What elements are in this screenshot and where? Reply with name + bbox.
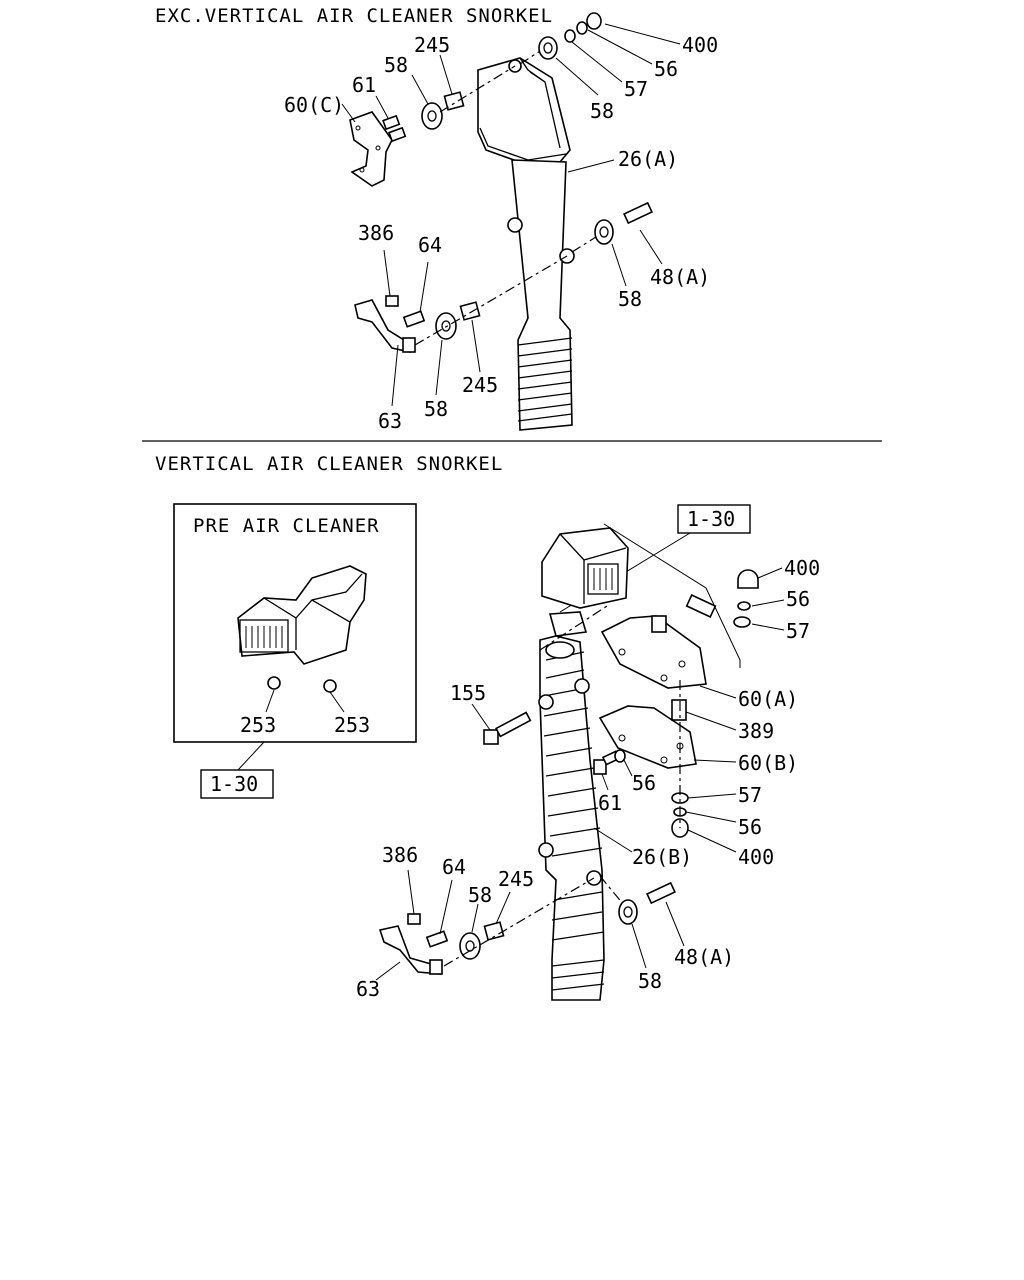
- washer-56-top: [576, 21, 588, 35]
- label-400-upper: 400: [784, 556, 820, 580]
- lower-bracket-63-top: [354, 299, 416, 353]
- leader-253-right: [329, 691, 345, 713]
- label-400-top: 400: [682, 33, 718, 57]
- bolt-155: [483, 711, 532, 745]
- rubber-mount-58-top-right: [538, 36, 558, 60]
- label-57-upper: 57: [786, 619, 810, 643]
- label-386-bottom: 386: [382, 843, 418, 867]
- label-61-top: 61: [352, 73, 376, 97]
- label-26b: 26(B): [632, 845, 692, 869]
- ref-label-1-30-left: 1-30: [210, 772, 258, 796]
- leaders-top: [341, 23, 681, 407]
- nut-400-top: [586, 12, 602, 30]
- label-60b: 60(B): [738, 751, 798, 775]
- bolt-48a-top: [623, 201, 653, 225]
- ref-label-1-30-right: 1-30: [687, 507, 735, 531]
- label-58-lower-right-bottom: 58: [638, 969, 662, 993]
- label-58-top-right: 58: [590, 99, 614, 123]
- pre-air-cleaner-top: [541, 527, 629, 609]
- label-58-lower-left-bottom: 58: [468, 883, 492, 907]
- centerline-bottom-1: [443, 877, 595, 967]
- label-245-bottom: 245: [498, 867, 534, 891]
- labels-bottom: 400 56 57 155 60(A) 389 60(B) 56 61 57 5…: [356, 556, 820, 1001]
- centerline-top-1: [439, 65, 516, 113]
- collar-245-bottom: [483, 921, 505, 941]
- washer-56-upper: [737, 601, 751, 611]
- rubber-mount-58-top-left: [421, 102, 443, 130]
- nut-400-upper: [737, 569, 759, 589]
- section-title-top: EXC.VERTICAL AIR CLEANER SNORKEL: [155, 5, 553, 27]
- label-245-top: 245: [414, 33, 450, 57]
- label-253-left: 253: [240, 713, 276, 737]
- washer-57-upper: [733, 616, 751, 628]
- label-61-bottom: 61: [598, 791, 622, 815]
- label-56-upper: 56: [786, 587, 810, 611]
- leader-ref-inset: [237, 741, 265, 771]
- rubber-mount-58-lower-right-top: [594, 219, 614, 245]
- ref-box-1-30-left: [200, 769, 274, 799]
- label-386-top: 386: [358, 221, 394, 245]
- bolt-48a-bottom: [646, 881, 676, 905]
- bolt-386-top: [385, 295, 399, 307]
- clamp-band: [548, 611, 588, 637]
- label-389: 389: [738, 719, 774, 743]
- label-56-lower: 56: [738, 815, 762, 839]
- leaders-bottom: [375, 567, 785, 981]
- label-48a-top: 48(A): [650, 265, 710, 289]
- rubber-mount-389: [671, 699, 687, 721]
- label-253-right: 253: [334, 713, 370, 737]
- label-64-top: 64: [418, 233, 442, 257]
- bolt-64-top: [402, 310, 426, 328]
- snorkel-26a: [477, 57, 575, 431]
- label-400-lower: 400: [738, 845, 774, 869]
- collar-245-lower-top: [459, 301, 481, 321]
- label-60a: 60(A): [738, 687, 798, 711]
- bolt-64-bottom: [425, 930, 449, 948]
- ref-box-1-30-right: [677, 504, 751, 534]
- label-48a-bottom: 48(A): [674, 945, 734, 969]
- leader-253-left: [265, 689, 275, 713]
- label-63-bottom: 63: [356, 977, 380, 1001]
- centerline-pre-cleaner: [539, 603, 611, 651]
- labels-top: 245 400 58 56 61 57 60(C) 58 26(A) 386 6…: [284, 33, 718, 433]
- label-58-top-left: 58: [384, 53, 408, 77]
- label-57-top: 57: [624, 77, 648, 101]
- rubber-mount-58-lower-right-bottom: [618, 899, 638, 925]
- ref-bracket-line: [603, 523, 741, 668]
- section-title-bottom: VERTICAL AIR CLEANER SNORKEL: [155, 453, 503, 475]
- label-64-bottom: 64: [442, 855, 466, 879]
- label-245-lower-top: 245: [462, 373, 498, 397]
- washer-56-middle: [614, 749, 626, 763]
- label-56-top: 56: [654, 57, 678, 81]
- bolt-386-bottom: [407, 913, 421, 925]
- centerline-top-4: [571, 231, 605, 253]
- inset-box: [173, 503, 417, 743]
- label-60c: 60(C): [284, 93, 344, 117]
- label-63-top: 63: [378, 409, 402, 433]
- label-58-lower-left-top: 58: [424, 397, 448, 421]
- label-155: 155: [450, 681, 486, 705]
- label-57-lower: 57: [738, 783, 762, 807]
- rubber-mount-58-lower-left-top: [435, 312, 457, 340]
- label-26a: 26(A): [618, 147, 678, 171]
- bracket-60c: [349, 111, 393, 187]
- washer-57-top: [564, 29, 576, 43]
- bracket-60a: [600, 615, 707, 689]
- lower-bracket-63-bottom: [378, 925, 443, 975]
- label-56-middle: 56: [632, 771, 656, 795]
- bolt-upper-mount: [685, 594, 717, 618]
- bolt-61-top: [382, 114, 407, 143]
- pre-air-cleaner-inset: [237, 565, 367, 693]
- centerline-top-3: [414, 255, 568, 346]
- snorkel-26b: [538, 635, 605, 1001]
- label-58-lower-right-top: 58: [618, 287, 642, 311]
- inset-title: PRE AIR CLEANER: [193, 515, 380, 537]
